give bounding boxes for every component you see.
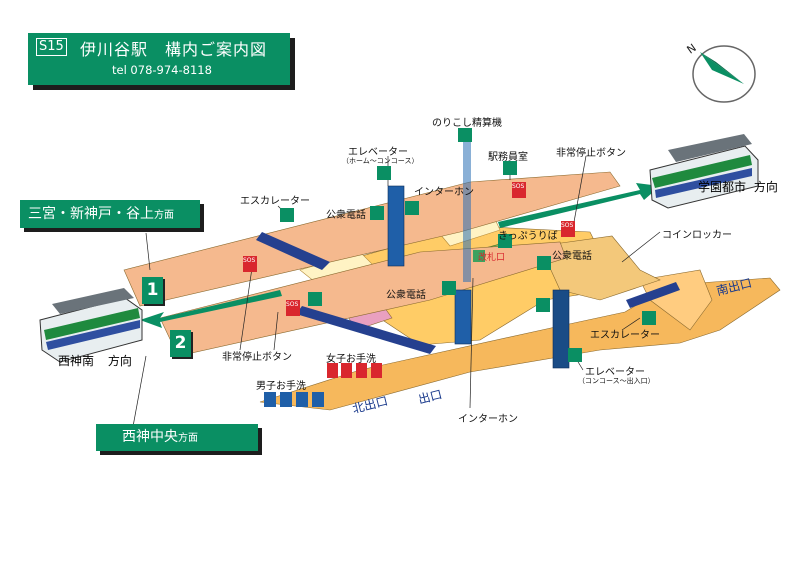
label-mens-restroom: 男子お手洗: [256, 381, 306, 392]
label-payphone-mid: 公衆電話: [552, 251, 592, 262]
label-intercom-top: インターホン: [414, 187, 474, 198]
label-coin-locker: コインロッカー: [662, 230, 732, 241]
elevator-mid: [454, 289, 472, 345]
arrow-to-gakuentoshi: [498, 183, 660, 228]
label-emergency-top: 非常停止ボタン: [556, 148, 626, 159]
label-escalator-right: エスカレーター: [590, 330, 660, 341]
station-title-panel: S15 伊川谷駅 構内ご案内図 tel 078-974-8118: [28, 33, 290, 85]
label-payphone-top: 公衆電話: [326, 210, 366, 221]
label-fare-adjustment: のりこし精算機: [432, 118, 502, 129]
label-station-office: 駅務員室: [488, 152, 528, 163]
label-escalator-top: エスカレーター: [240, 196, 310, 207]
label-emergency-bottom: 非常停止ボタン: [222, 352, 292, 363]
station-code: S15: [36, 38, 67, 56]
track-1-badge: 1: [142, 277, 163, 304]
restroom-icons: [264, 363, 382, 407]
escalator-upper: [256, 232, 330, 270]
pillar: [463, 142, 471, 282]
train-right: [649, 134, 759, 209]
dest-gakuentoshi: 学園都市 方向: [698, 180, 778, 194]
north-compass-icon: N: [684, 41, 756, 103]
station-phone: tel 078-974-8118: [112, 63, 212, 77]
escalator-right: [626, 282, 680, 308]
arrow-to-seishin: [140, 290, 282, 328]
label-intercom-bottom: インターホン: [458, 414, 518, 425]
dest-seishinminami: 西神南 方向: [58, 354, 132, 368]
label-elevator-right-sub: （コンコース～出入口）: [578, 377, 655, 385]
elevator-right: [552, 289, 570, 369]
sos-label-3: SOS: [243, 257, 256, 264]
label-womens-restroom: 女子お手洗: [326, 354, 376, 365]
sos-label-4: SOS: [286, 301, 299, 308]
elevator-top: [387, 185, 405, 267]
station-title: 伊川谷駅 構内ご案内図: [80, 40, 268, 59]
label-elevator-right: エレベーター: [585, 367, 645, 378]
direction-sannomiya: 三宮・新神戸・谷上方面: [20, 200, 200, 228]
sos-markers: [243, 182, 575, 316]
label-ticket-gate: 改札口: [478, 253, 506, 263]
label-ticket-area: きっぷうりば: [498, 231, 558, 242]
escalator-lower: [296, 306, 436, 354]
train-left: [39, 288, 143, 363]
label-elevator-top: エレベーター: [348, 147, 408, 158]
sos-label-2: SOS: [561, 222, 574, 229]
label-elevator-top-sub: （ホーム～コンコース）: [342, 157, 419, 165]
direction-seishinchuo: 西神中央方面: [96, 424, 258, 451]
track-2-badge: 2: [170, 330, 191, 357]
facility-icons: [280, 128, 656, 362]
sos-label-1: SOS: [512, 183, 525, 190]
label-payphone-left: 公衆電話: [386, 290, 426, 301]
